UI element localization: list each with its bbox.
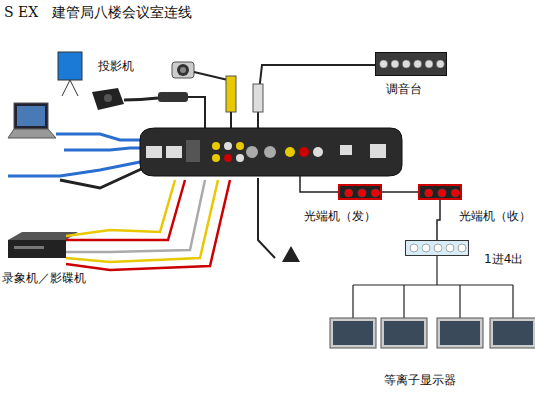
diagram-title: S EX 建管局八楼会议室连线 bbox=[4, 4, 192, 22]
microphone-icon bbox=[282, 246, 300, 262]
indicator-lights bbox=[406, 241, 468, 255]
device-label: 录象机／影碟机 bbox=[2, 270, 86, 287]
codec-unit bbox=[140, 128, 402, 176]
device-label: 调音台 bbox=[386, 81, 422, 98]
device-label: 等离子显示器 bbox=[384, 372, 456, 389]
indicator-lights bbox=[420, 186, 460, 198]
camera-icon bbox=[172, 62, 194, 78]
plasma-display bbox=[330, 318, 535, 348]
device-box: 调音台 bbox=[375, 52, 447, 76]
device-label: 光端机（收） bbox=[459, 208, 531, 225]
signal-line bbox=[382, 191, 418, 193]
device-label: 投影机 bbox=[98, 58, 134, 75]
device-box: 1进4出 bbox=[405, 240, 469, 256]
laptop-icon bbox=[8, 103, 56, 138]
indicator-lights bbox=[376, 53, 446, 75]
device-label: 光端机（发） bbox=[304, 208, 376, 225]
device-box: 光端机（发） bbox=[338, 184, 382, 200]
indicator-lights bbox=[340, 186, 380, 198]
signal-line bbox=[437, 200, 440, 240]
device-label: 1进4出 bbox=[484, 251, 523, 268]
device-box: 光端机（收） bbox=[418, 184, 462, 200]
